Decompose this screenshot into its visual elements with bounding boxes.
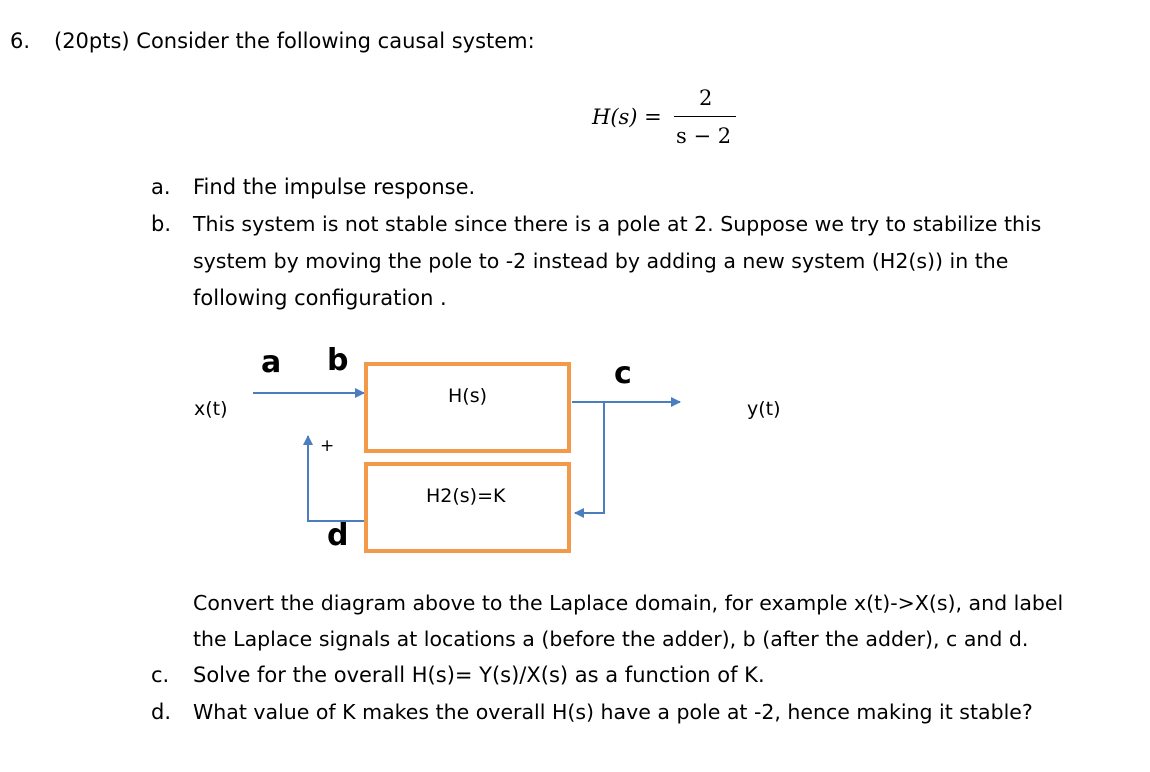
annotation-c: c — [614, 356, 632, 391]
output-label: y(t) — [747, 398, 781, 420]
feedback-wire-left — [303, 435, 368, 522]
part-b-line-3: following configuration . — [193, 286, 447, 310]
part-c-text: Solve for the overall H(s)= Y(s)/X(s) as… — [193, 663, 765, 687]
annotation-a: a — [261, 345, 282, 380]
adder-plus-sign: + — [320, 436, 335, 456]
part-b-marker: b. — [151, 212, 172, 236]
forward-block-label: H(s) — [448, 385, 488, 407]
part-a-marker: a. — [151, 175, 171, 199]
feedback-block — [364, 462, 571, 553]
equation-numerator: 2 — [699, 86, 713, 110]
part-b-line-2: system by moving the pole to -2 instead … — [193, 249, 1009, 273]
equation-denominator: s − 2 — [676, 124, 732, 148]
part-b-line-1: This system is not stable since there is… — [193, 212, 1042, 236]
part-a-text: Find the impulse response. — [193, 175, 476, 199]
equation-lhs: H(s) = — [592, 105, 662, 129]
convert-line-2: the Laplace signals at locations a (befo… — [193, 627, 1029, 651]
annotation-b: b — [327, 343, 349, 378]
fraction-bar — [674, 116, 736, 117]
convert-line-1: Convert the diagram above to the Laplace… — [193, 591, 1064, 615]
annotation-d: d — [327, 518, 349, 553]
part-d-text: What value of K makes the overall H(s) h… — [193, 700, 1033, 724]
feedback-wire-right — [574, 402, 605, 518]
forward-block — [364, 362, 571, 453]
question-heading: (20pts) Consider the following causal sy… — [54, 29, 535, 53]
feedback-block-label: H2(s)=K — [426, 485, 506, 507]
input-label: x(t) — [194, 398, 228, 420]
question-number: 6. — [10, 29, 31, 53]
part-c-marker: c. — [151, 663, 170, 687]
part-d-marker: d. — [151, 700, 172, 724]
